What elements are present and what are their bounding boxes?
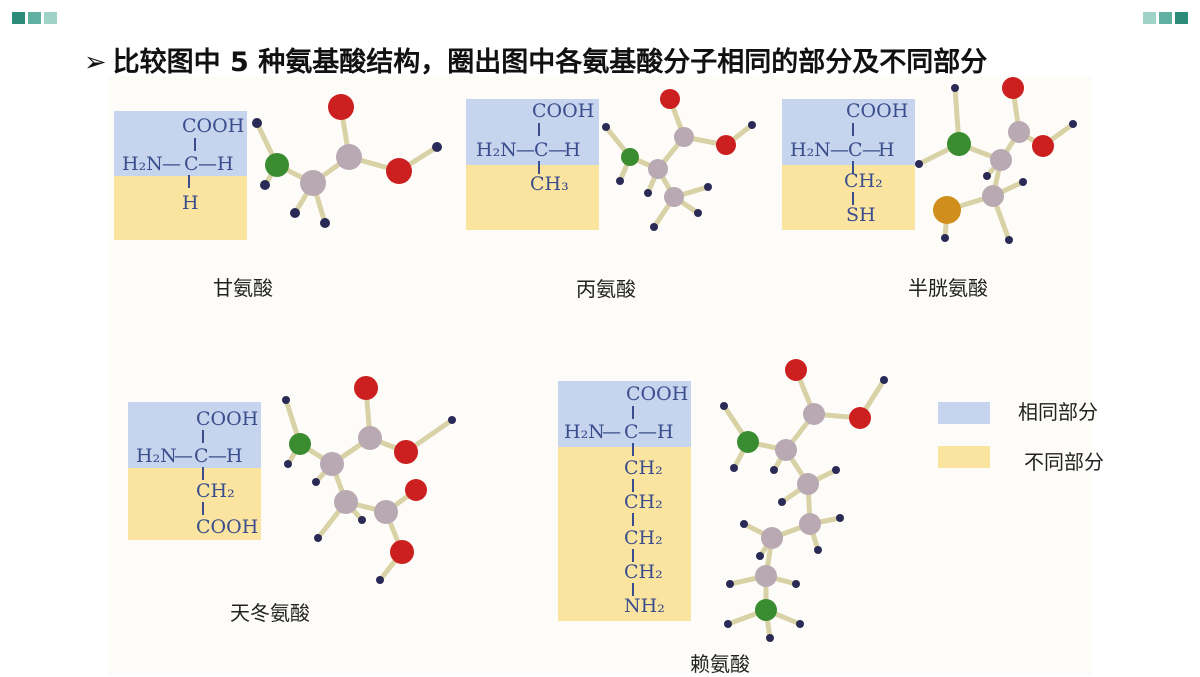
side-chain-label: CH₂ xyxy=(624,561,663,583)
side-chain-label: CH₂ xyxy=(624,491,663,513)
amino-label: H₂N xyxy=(122,153,163,175)
alpha-carbon-label: C xyxy=(624,421,639,443)
amino-acid-name-cysteine: 半胱氨酸 xyxy=(908,276,988,300)
bond-line xyxy=(632,406,634,419)
same-part-region xyxy=(558,381,691,447)
cooh-label: COOH xyxy=(182,115,245,137)
bond-line xyxy=(852,161,854,174)
bond-dash: — xyxy=(198,153,217,175)
molecule-model-lysine xyxy=(720,359,888,642)
bond-dash: — xyxy=(862,139,881,161)
side-chain-label: COOH xyxy=(196,516,259,538)
bond-dash: — xyxy=(602,421,621,443)
bond-line xyxy=(194,138,196,151)
bond-line xyxy=(852,192,854,205)
hydrogen-label: H xyxy=(657,421,674,443)
molecule-model-alanine xyxy=(602,89,756,231)
bond-dash: — xyxy=(162,153,181,175)
hydrogen-label: H xyxy=(878,139,895,161)
different-part-region xyxy=(128,468,261,540)
bullet-arrow-icon: ➢ xyxy=(84,47,107,78)
bond-line xyxy=(538,123,540,136)
hydrogen-label: H xyxy=(564,139,581,161)
structure-alanine: COOH H₂N — C — H CH₃ xyxy=(466,99,599,230)
legend-swatch-same xyxy=(938,402,990,424)
amino-label: H₂N xyxy=(136,445,177,467)
bond-dash: — xyxy=(516,139,535,161)
bond-dash: — xyxy=(548,139,567,161)
same-part-region xyxy=(128,402,261,468)
different-part-region xyxy=(114,176,247,240)
bond-dash: — xyxy=(638,421,657,443)
side-chain-label: NH₂ xyxy=(624,595,665,617)
cooh-label: COOH xyxy=(846,100,909,122)
slide-heading: ➢比较图中 5 种氨基酸结构，圈出图中各氨基酸分子相同的部分及不同部分 xyxy=(84,40,987,79)
bond-dash: — xyxy=(830,139,849,161)
structure-lysine: COOH H₂N — C — H CH₂ CH₂ CH₂ CH₂ NH₂ xyxy=(558,381,691,621)
alpha-carbon-label: C xyxy=(194,445,209,467)
bond-line xyxy=(202,430,204,443)
alpha-carbon-label: C xyxy=(848,139,863,161)
hydrogen-label: H xyxy=(226,445,243,467)
side-chain-label: CH₂ xyxy=(196,480,235,502)
bond-line xyxy=(632,513,634,526)
bond-line xyxy=(632,549,634,562)
molecule-model-cysteine xyxy=(915,77,1077,244)
slide-decoration-right xyxy=(1143,12,1188,24)
bond-line xyxy=(632,443,634,456)
bond-line xyxy=(852,123,854,136)
different-part-region xyxy=(782,165,915,230)
slide-decoration-left xyxy=(12,12,57,24)
bond-line xyxy=(632,479,634,492)
legend-swatch-different xyxy=(938,446,990,468)
molecule-model-glycine xyxy=(252,94,442,228)
bond-line xyxy=(202,502,204,515)
different-part-region xyxy=(466,165,599,230)
amino-acid-name-alanine: 丙氨酸 xyxy=(576,277,636,301)
side-chain-label: CH₂ xyxy=(624,457,663,479)
structure-cysteine: COOH H₂N — C — H CH₂ SH xyxy=(782,99,915,230)
same-part-region xyxy=(114,111,247,176)
structure-aspartic-acid: COOH H₂N — C — H CH₂ COOH xyxy=(128,402,261,540)
amino-label: H₂N xyxy=(476,139,517,161)
different-part-region xyxy=(558,447,691,621)
side-chain-label: H xyxy=(182,192,199,214)
amino-acid-name-glycine: 甘氨酸 xyxy=(213,276,273,300)
same-part-region xyxy=(782,99,915,165)
bond-line xyxy=(202,467,204,480)
alpha-carbon-label: C xyxy=(534,139,549,161)
same-part-region xyxy=(466,99,599,165)
alpha-carbon-label: C xyxy=(184,153,199,175)
heading-text: 比较图中 5 种氨基酸结构，圈出图中各氨基酸分子相同的部分及不同部分 xyxy=(112,47,988,78)
bond-line xyxy=(188,175,190,188)
amino-acid-name-aspartic-acid: 天冬氨酸 xyxy=(230,601,310,625)
side-chain-label: CH₃ xyxy=(530,173,569,195)
legend-label-same: 相同部分 xyxy=(1018,400,1098,424)
bond-line xyxy=(632,583,634,596)
amino-label: H₂N xyxy=(564,421,605,443)
legend-label-different: 不同部分 xyxy=(1024,450,1104,474)
bond-dash: — xyxy=(174,445,193,467)
amino-acid-name-lysine: 赖氨酸 xyxy=(690,652,750,676)
cooh-label: COOH xyxy=(532,100,595,122)
hydrogen-label: H xyxy=(217,153,234,175)
amino-label: H₂N xyxy=(790,139,831,161)
structure-glycine: COOH H₂N — C — H H xyxy=(114,111,247,240)
side-chain-label: CH₂ xyxy=(844,170,883,192)
molecule-model-aspartic-acid xyxy=(282,376,456,584)
bond-dash: — xyxy=(208,445,227,467)
side-chain-label: CH₂ xyxy=(624,527,663,549)
cooh-label: COOH xyxy=(196,408,259,430)
side-chain-label: SH xyxy=(846,204,876,226)
bond-line xyxy=(538,161,540,174)
cooh-label: COOH xyxy=(626,383,689,405)
